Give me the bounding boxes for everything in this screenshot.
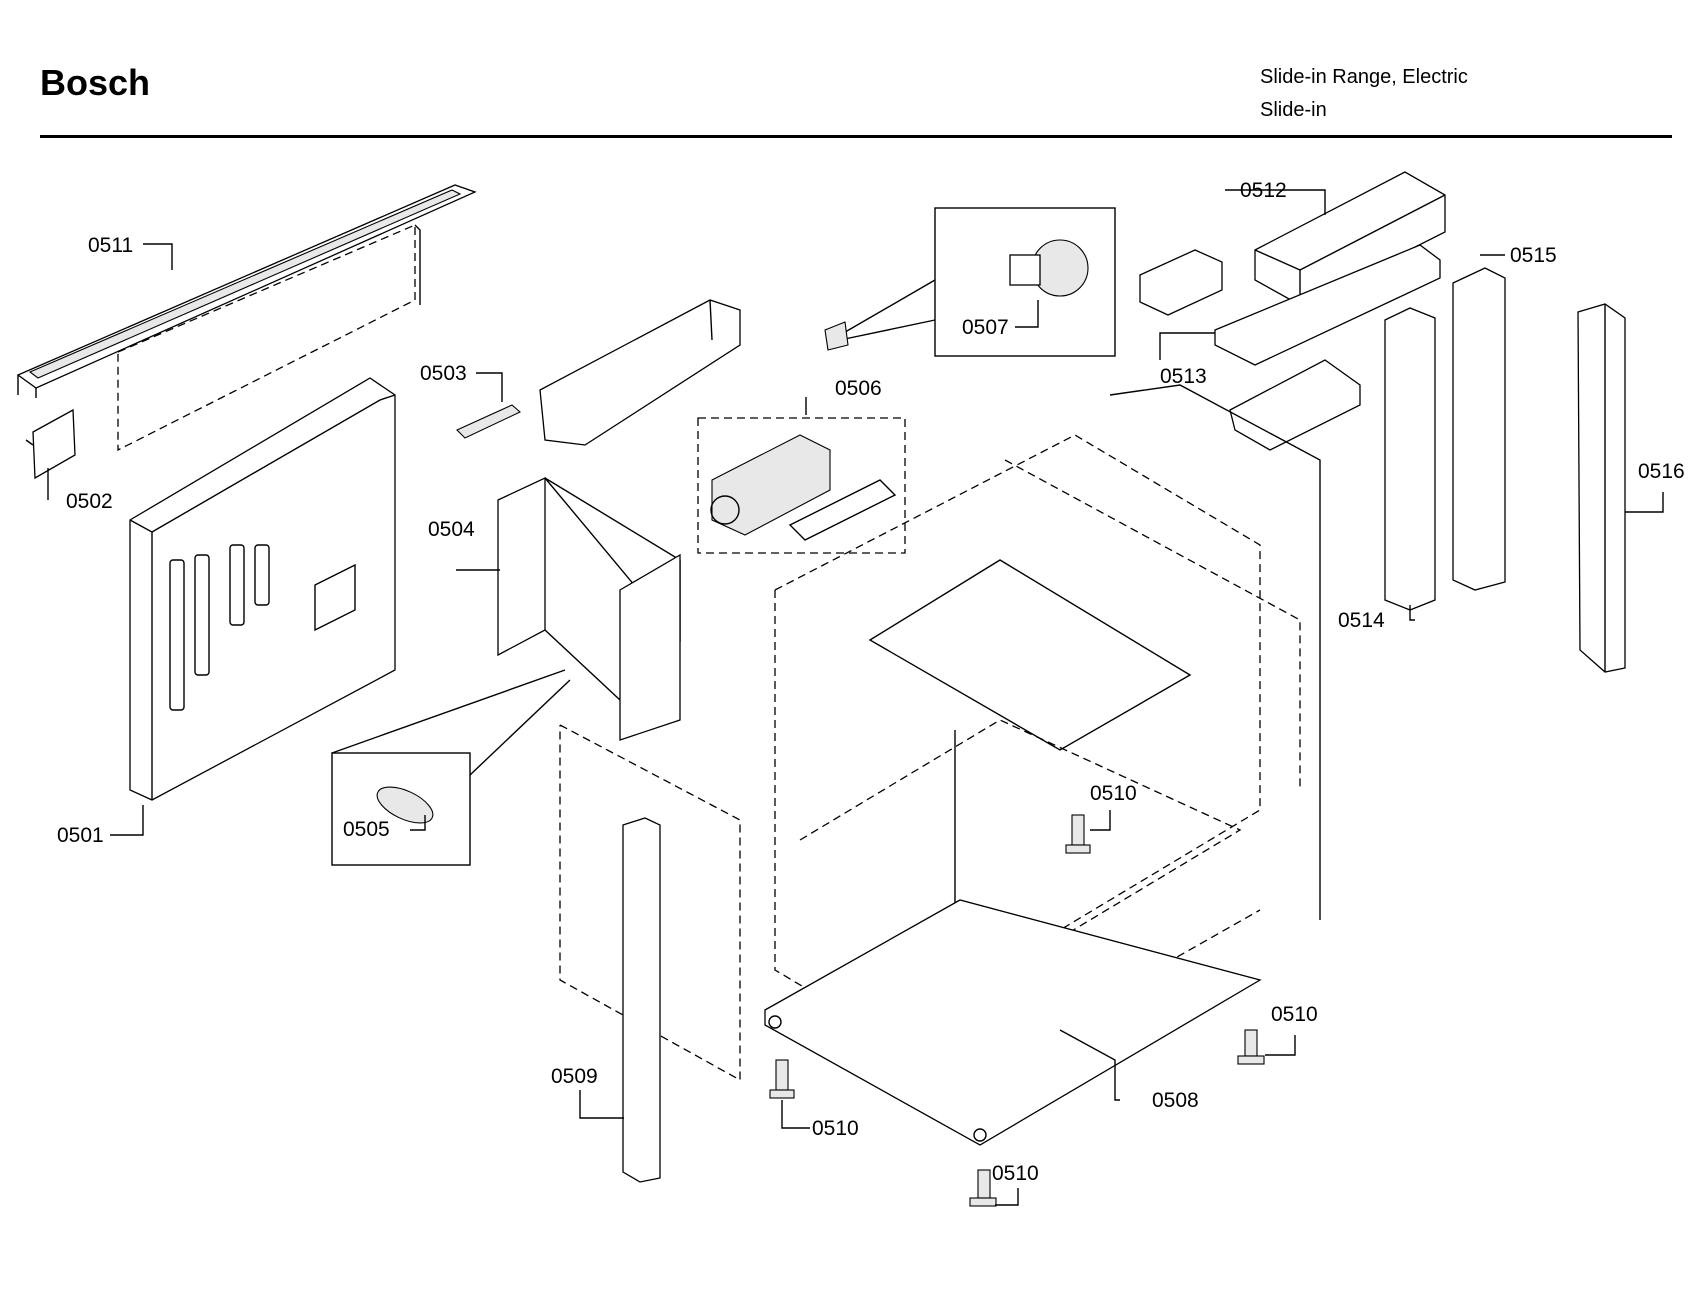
part-small-cover xyxy=(1139,249,1223,316)
part-terminal-block xyxy=(456,404,521,439)
leader-lines xyxy=(47,189,1664,1206)
part-convection-fan-motor xyxy=(697,417,906,554)
part-trim-panel-left xyxy=(1384,307,1436,611)
callout-0513: 0513 xyxy=(1160,365,1207,388)
part-thermostat-inset xyxy=(824,207,1116,357)
part-base-plate xyxy=(764,899,1262,1146)
callout-0504: 0504 xyxy=(428,518,475,541)
product-type: Slide-in Range, Electric xyxy=(1260,66,1468,88)
part-vent-strip xyxy=(16,184,477,398)
part-screw-1 xyxy=(1065,814,1091,854)
part-clip-inset xyxy=(331,669,571,866)
callout-0512: 0512 xyxy=(1240,179,1287,202)
callout-0511: 0511 xyxy=(88,234,133,257)
callout-0509: 0509 xyxy=(551,1065,598,1088)
part-duct-bracket xyxy=(539,299,741,446)
brand-title: Bosch xyxy=(40,62,151,103)
header-divider xyxy=(40,135,1672,138)
callout-0510-left: 0510 xyxy=(812,1117,859,1140)
product-subtype: Slide-in xyxy=(1260,99,1327,121)
callout-0514: 0514 xyxy=(1338,609,1385,632)
part-screw-4 xyxy=(969,1169,997,1207)
callout-0515: 0515 xyxy=(1510,244,1557,267)
part-oven-chassis xyxy=(559,384,1321,1082)
part-duct-channel xyxy=(1214,244,1441,366)
part-control-board xyxy=(497,476,681,741)
callout-0502: 0502 xyxy=(66,490,113,513)
callout-0508: 0508 xyxy=(1152,1089,1199,1112)
part-small-bracket xyxy=(25,408,76,480)
callout-0501: 0501 xyxy=(57,824,104,847)
callout-0510-right: 0510 xyxy=(1271,1003,1318,1026)
part-top-duct-cover xyxy=(1254,171,1446,306)
callout-0510-bottom: 0510 xyxy=(992,1162,1039,1185)
callout-0516: 0516 xyxy=(1638,460,1685,483)
part-side-rail xyxy=(1577,303,1626,673)
callout-0510-center: 0510 xyxy=(1090,782,1137,805)
callout-0506: 0506 xyxy=(835,377,882,400)
part-trim-panel-right xyxy=(1452,267,1506,591)
part-screw-2 xyxy=(1237,1029,1265,1065)
part-rear-panel-outline xyxy=(117,224,421,452)
callout-0503: 0503 xyxy=(420,362,467,385)
part-side-panel xyxy=(129,377,396,801)
part-screw-3 xyxy=(769,1059,795,1099)
part-heat-shield xyxy=(1229,359,1361,451)
callout-0505: 0505 xyxy=(343,818,390,841)
part-front-trim-strip xyxy=(622,817,661,1183)
callout-0507: 0507 xyxy=(962,316,1009,339)
